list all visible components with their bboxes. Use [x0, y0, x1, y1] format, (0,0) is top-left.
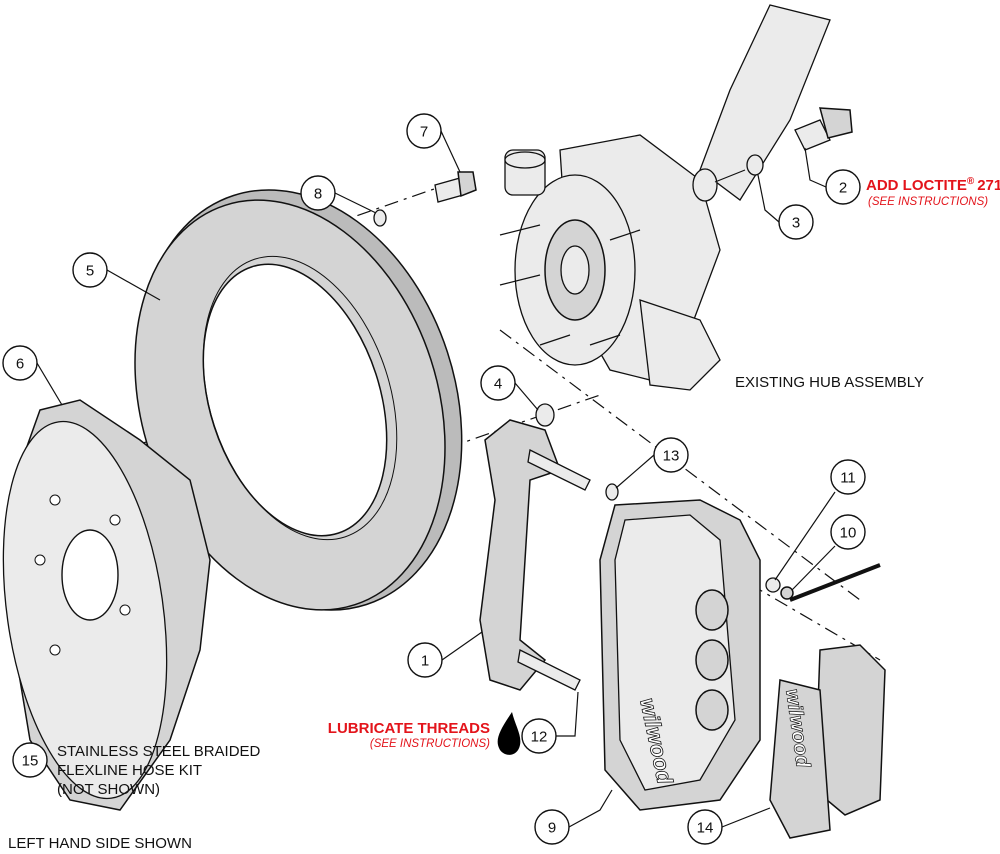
svg-text:14: 14 [697, 820, 714, 837]
svg-text:13: 13 [663, 448, 680, 465]
svg-text:15: 15 [22, 753, 39, 770]
callout-1: 1 [407, 642, 443, 678]
svg-text:6: 6 [16, 356, 24, 373]
washer-11 [765, 577, 781, 593]
rotor-hat-6 [2, 399, 211, 811]
bolt-2 [794, 107, 853, 151]
washer-13 [605, 483, 619, 501]
callout-12: 12 [521, 718, 557, 754]
rotor-5 [134, 189, 463, 611]
callout-4: 4 [480, 365, 516, 401]
hose-label-3: (NOT SHOWN) [57, 781, 160, 798]
loctite-subnote: (SEE INSTRUCTIONS) [868, 196, 988, 208]
callout-5: 5 [72, 252, 108, 288]
callout-8: 8 [300, 175, 336, 211]
brake-pads-14: wilwood [769, 644, 886, 839]
callout-14: 14 [687, 809, 723, 845]
callout-9: 9 [534, 809, 570, 845]
callout-13: 13 [653, 437, 689, 473]
callout-7: 7 [406, 113, 442, 149]
pad-pin [789, 563, 881, 602]
caliper-bracket-1 [479, 419, 591, 691]
svg-text:9: 9 [548, 820, 556, 837]
callout-15: 15 [12, 742, 48, 778]
callout-11: 11 [830, 459, 866, 495]
callout-3: 3 [778, 204, 814, 240]
lubricate-note: LUBRICATE THREADS [328, 720, 490, 737]
callout-2: 2 [825, 169, 861, 205]
svg-text:2: 2 [839, 180, 847, 197]
leader-lines [36, 130, 836, 828]
svg-text:11: 11 [840, 470, 856, 487]
hose-label-1: STAINLESS STEEL BRAIDED [57, 743, 261, 760]
svg-text:10: 10 [840, 525, 857, 542]
hose-label-2: FLEXLINE HOSE KIT [57, 762, 202, 779]
washer-8 [373, 209, 387, 227]
svg-text:8: 8 [314, 186, 322, 203]
washer-3 [746, 154, 764, 176]
side-label: LEFT HAND SIDE SHOWN [8, 835, 192, 852]
lubricate-subnote: (SEE INSTRUCTIONS) [370, 738, 490, 750]
svg-text:7: 7 [420, 124, 428, 141]
svg-text:12: 12 [531, 729, 548, 746]
svg-text:4: 4 [494, 376, 502, 393]
svg-text:1: 1 [421, 653, 429, 670]
svg-text:5: 5 [86, 263, 94, 280]
bolt-7 [434, 171, 477, 203]
spring-10 [780, 586, 794, 600]
hub-label: EXISTING HUB ASSEMBLY [735, 374, 924, 391]
caliper-9: wilwood [599, 499, 761, 811]
washer-4 [535, 403, 555, 427]
existing-hub-assembly [499, 4, 831, 391]
callout-6: 6 [2, 345, 38, 381]
callout-10: 10 [830, 514, 866, 550]
oil-drop-icon [497, 712, 521, 755]
svg-text:3: 3 [792, 215, 800, 232]
loctite-note: ADD LOCTITE®271 [866, 176, 1000, 194]
